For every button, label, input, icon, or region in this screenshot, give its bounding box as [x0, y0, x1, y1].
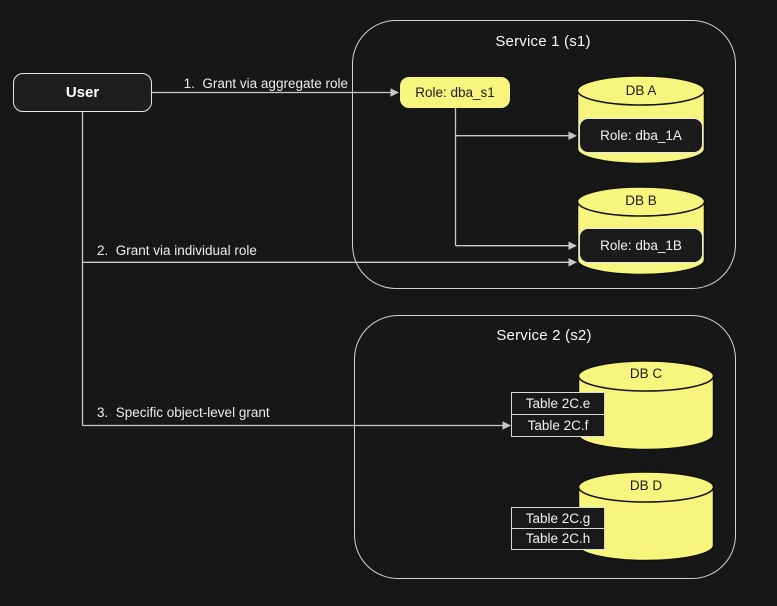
role-dba-s1-node: Role: dba_s1: [400, 77, 510, 108]
service2-title: Service 2 (s2): [496, 327, 592, 344]
db-d-label: DB D: [629, 478, 663, 493]
user-node: User: [13, 73, 152, 112]
db-c-cylinder-icon: [577, 360, 715, 451]
table-2c-f: Table 2C.f: [511, 413, 605, 437]
role-dba-1a-label: Role: dba_1A: [600, 128, 682, 143]
arrowhead-icon: [502, 421, 511, 430]
service1-container: [352, 20, 736, 289]
role-dba-1a-node: Role: dba_1A: [579, 118, 703, 153]
arrowhead-icon: [568, 258, 577, 267]
edge-label-2: 2. Grant via individual role: [97, 243, 257, 258]
db-d-cylinder-icon: [577, 471, 715, 562]
db-c-table-stack: Table 2C.e Table 2C.f: [511, 392, 605, 437]
arrowhead-icon: [568, 241, 577, 250]
table-2c-h: Table 2C.h: [511, 527, 605, 550]
table-2c-e: Table 2C.e: [511, 392, 605, 415]
edge-3-object-grant: [82, 421, 511, 430]
arrowhead-icon: [390, 88, 399, 97]
service1-title: Service 1 (s1): [495, 33, 591, 50]
edge-1-grant-aggregate: [152, 88, 399, 97]
user-label: User: [65, 84, 100, 101]
db-a-label: DB A: [625, 83, 657, 98]
db-c-label: DB C: [629, 366, 663, 381]
edge-label-1: 1. Grant via aggregate role: [183, 76, 348, 91]
role-dba-s1-label: Role: dba_s1: [415, 85, 495, 100]
db-b-label: DB B: [625, 193, 657, 208]
edge-2-grant-individual: [82, 258, 577, 267]
role-dba-1b-label: Role: dba_1B: [600, 238, 682, 253]
arrowhead-icon: [568, 131, 577, 140]
edge-label-3: 3. Specific object-level grant: [97, 405, 270, 420]
aggregate-role-branch: [454, 108, 577, 250]
service2-container: [354, 315, 736, 579]
db-d-table-stack: Table 2C.g Table 2C.h: [511, 507, 605, 550]
role-dba-1b-node: Role: dba_1B: [579, 228, 703, 263]
table-2c-g: Table 2C.g: [511, 507, 605, 529]
